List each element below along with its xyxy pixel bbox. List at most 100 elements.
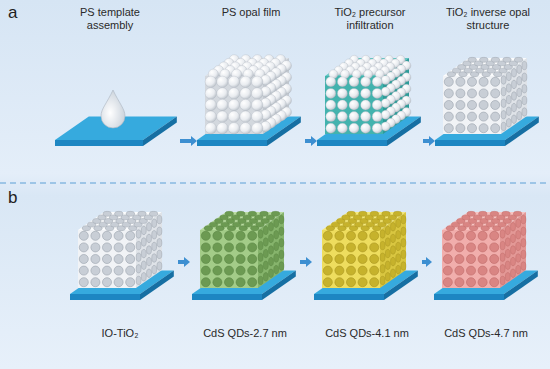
pore: [274, 242, 279, 250]
sphere: [381, 122, 390, 131]
pore: [467, 100, 476, 109]
pore: [467, 211, 475, 216]
arrow-shaft: [178, 260, 185, 264]
pore: [455, 231, 464, 240]
pore: [102, 278, 111, 287]
pore: [511, 223, 516, 231]
pore: [136, 241, 141, 249]
sphere: [337, 77, 347, 87]
pore: [323, 278, 332, 287]
pore: [370, 266, 379, 275]
arrow-shaft: [423, 139, 430, 143]
sphere: [361, 88, 371, 98]
pore: [490, 231, 499, 240]
substrate-side: [505, 117, 539, 146]
pore: [79, 243, 88, 252]
pore: [456, 89, 465, 98]
pore: [274, 219, 279, 227]
sphere: [361, 112, 371, 122]
sphere: [381, 110, 390, 119]
pore: [500, 241, 505, 249]
pore: [455, 243, 464, 252]
pore: [141, 226, 146, 234]
pore: [391, 223, 396, 231]
process-arrow: [305, 136, 317, 146]
process-stage: PS template assembly: [40, 4, 180, 152]
pore: [237, 211, 245, 216]
pore: [263, 238, 268, 246]
stage-label: TiO₂ precursor infiltration: [324, 6, 416, 32]
pore: [136, 276, 141, 284]
sphere: [372, 77, 382, 87]
pore: [91, 278, 100, 287]
pore: [126, 278, 135, 287]
pore: [511, 269, 516, 277]
pore: [490, 211, 498, 216]
pore: [512, 92, 517, 100]
pore: [522, 61, 527, 69]
sphere: [372, 100, 382, 110]
pore: [396, 231, 401, 239]
cube-illustrations: [55, 55, 539, 300]
sphere: [337, 100, 347, 110]
pore: [380, 241, 385, 249]
pore: [511, 246, 516, 254]
pore: [271, 211, 279, 216]
pore: [385, 273, 390, 281]
sphere: [228, 88, 239, 99]
sphere: [217, 76, 228, 87]
pore: [501, 76, 506, 84]
pore: [466, 278, 475, 287]
cube-front: [200, 230, 258, 288]
pore: [236, 254, 245, 263]
substrate-side: [143, 117, 177, 146]
pore: [522, 96, 527, 104]
pore: [157, 215, 162, 223]
pore: [260, 211, 268, 216]
pore: [346, 231, 355, 240]
sphere: [337, 123, 347, 133]
pore: [258, 276, 263, 284]
sphere: [326, 112, 336, 122]
pore: [323, 254, 332, 263]
pore: [141, 249, 146, 257]
pore: [505, 261, 510, 269]
pore: [335, 278, 344, 287]
sphere: [228, 123, 239, 134]
pore: [102, 243, 111, 252]
sphere: [326, 77, 336, 87]
pore: [370, 243, 379, 252]
pore: [358, 254, 367, 263]
pore: [274, 231, 279, 239]
pore: [147, 223, 152, 231]
pore: [258, 253, 263, 261]
pore: [443, 266, 452, 275]
pore: [79, 231, 88, 240]
sphere: [228, 111, 239, 122]
pore: [479, 211, 487, 216]
pore: [141, 238, 146, 246]
pore: [147, 269, 152, 277]
sphere: [205, 99, 216, 110]
pore: [114, 254, 123, 263]
pore: [522, 108, 527, 116]
pore: [258, 265, 263, 273]
panel-letter: a: [8, 4, 17, 22]
pore: [479, 100, 488, 109]
pore: [490, 266, 499, 275]
pore: [201, 254, 210, 263]
pore: [467, 89, 476, 98]
substrate-front: [197, 140, 267, 146]
pore: [224, 243, 233, 252]
pore: [114, 278, 123, 287]
pore: [513, 211, 521, 216]
pore: [346, 266, 355, 275]
pore: [335, 243, 344, 252]
pore: [141, 273, 146, 281]
pore: [248, 266, 257, 275]
pore: [370, 254, 379, 263]
pore: [456, 112, 465, 121]
pore: [224, 266, 233, 275]
pore: [126, 243, 135, 252]
